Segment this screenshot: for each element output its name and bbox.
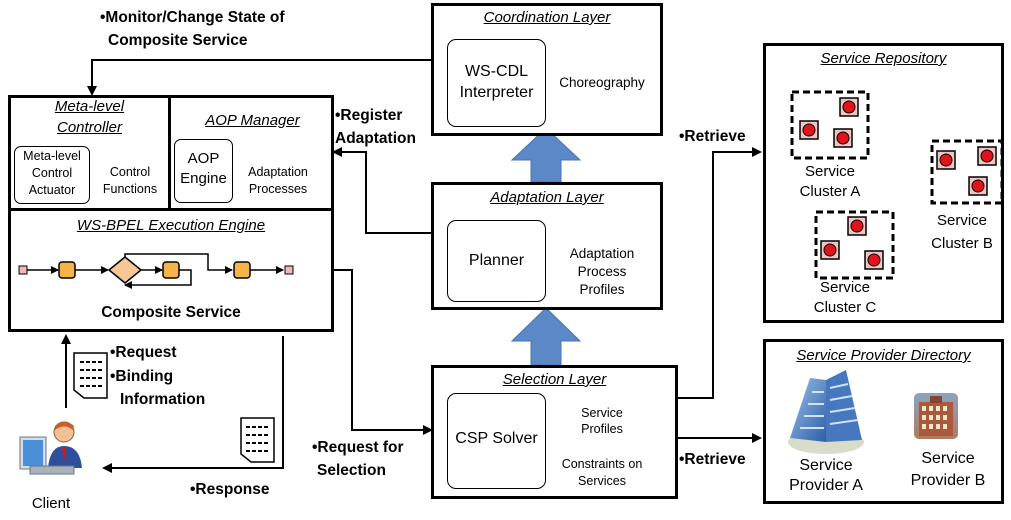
monitor-label-line2: Composite Service bbox=[108, 32, 248, 49]
adaptation-layer-title: Adaptation Layer bbox=[490, 189, 604, 206]
client-icon bbox=[19, 421, 82, 475]
service-node-dot bbox=[836, 131, 850, 145]
provider-b-building-icon bbox=[914, 393, 958, 439]
control-functions-line2: Functions bbox=[102, 182, 158, 196]
bpel-execution-engine bbox=[8, 208, 334, 332]
selection-layer-title: Selection Layer bbox=[502, 371, 607, 388]
service-node-dot bbox=[802, 123, 816, 137]
service-profiles-line2: Profiles bbox=[581, 422, 623, 436]
response-label: •Response bbox=[190, 481, 270, 498]
binding-label-line2: Information bbox=[120, 391, 206, 408]
adaptation-profiles-line2: Process bbox=[577, 264, 627, 279]
request-label: •Request bbox=[110, 344, 177, 361]
up-arrow-adaptation-to-coordination bbox=[510, 127, 582, 183]
retrieve-repository-arrow bbox=[678, 147, 762, 399]
constraints-line1: Constraints on bbox=[561, 457, 643, 471]
binding-label-line1: •Binding bbox=[110, 368, 174, 385]
adaptation-processes-line1: Adaptation bbox=[248, 165, 308, 179]
constraints-line2: Services bbox=[578, 474, 626, 488]
service-node-dot bbox=[867, 253, 881, 267]
retrieve-bottom-label: •Retrieve bbox=[679, 451, 746, 468]
provider-b-line1: Service bbox=[921, 450, 975, 467]
csp-solver-label: CSP Solver bbox=[455, 430, 538, 447]
ws-cdl-interpreter bbox=[447, 39, 546, 127]
planner-label: Planner bbox=[468, 252, 525, 269]
actuator-line3: Actuator bbox=[28, 183, 76, 197]
cluster-c-line1: Service bbox=[819, 279, 871, 296]
interpreter-label-line1: WS-CDL bbox=[464, 63, 529, 80]
request-selection-line1: •Request for bbox=[312, 439, 404, 456]
provider-b-line2: Provider B bbox=[910, 472, 986, 489]
actuator-line2: Control bbox=[31, 166, 73, 180]
register-label-line1: •Register bbox=[335, 107, 403, 124]
coordination-layer-title: Coordination Layer bbox=[483, 9, 611, 26]
cluster-c-line2: Cluster C bbox=[813, 299, 877, 316]
provider-a-building-icon bbox=[788, 370, 864, 454]
aop-manager-title: AOP Manager bbox=[205, 112, 300, 129]
request-selection-line2: Selection bbox=[317, 462, 386, 479]
service-node-dot bbox=[980, 149, 994, 163]
service-node-dot bbox=[842, 100, 856, 114]
adaptation-profiles-line1: Adaptation bbox=[569, 246, 635, 261]
adaptation-processes-line2: Processes bbox=[248, 182, 308, 196]
service-profiles-line1: Service bbox=[581, 406, 623, 420]
service-provider-directory bbox=[763, 339, 1004, 504]
choreography-label: Choreography bbox=[559, 75, 645, 90]
cluster-b-line2: Cluster B bbox=[931, 235, 993, 252]
actuator-line1: Meta-level bbox=[23, 149, 81, 163]
aop-engine-line1: AOP bbox=[187, 150, 220, 167]
csp-solver bbox=[447, 393, 546, 489]
end-event bbox=[284, 265, 294, 275]
composite-service-label: Composite Service bbox=[101, 304, 241, 321]
adaptation-profiles-line3: Profiles bbox=[579, 282, 625, 297]
service-node-dot bbox=[850, 219, 864, 233]
up-arrow-selection-to-adaptation bbox=[510, 307, 582, 366]
service-node-dot bbox=[971, 179, 985, 193]
service-node-dot bbox=[939, 153, 953, 167]
retrieve-top-label: •Retrieve bbox=[679, 128, 746, 145]
service-repository-title: Service Repository bbox=[820, 50, 947, 67]
aop-manager bbox=[168, 95, 334, 211]
cluster-a-line1: Service bbox=[804, 163, 856, 180]
meta-level-control-actuator bbox=[14, 146, 90, 204]
provider-directory-title: Service Provider Directory bbox=[796, 347, 971, 364]
meta-controller-title-line2: Controller bbox=[56, 119, 123, 136]
bpel-process-flow bbox=[18, 253, 294, 289]
provider-a-line2: Provider A bbox=[789, 477, 863, 494]
control-functions-line1: Control bbox=[109, 165, 151, 179]
planner bbox=[447, 220, 546, 302]
client-label: Client bbox=[31, 495, 71, 512]
binding-document-icon bbox=[73, 352, 108, 399]
register-adaptation-arrow bbox=[332, 147, 431, 234]
monitor-arrow bbox=[87, 59, 431, 96]
aop-engine bbox=[174, 139, 233, 203]
request-selection-arrow bbox=[333, 269, 433, 435]
service-nodes bbox=[799, 97, 997, 270]
bpel-engine-title: WS-BPEL Execution Engine bbox=[76, 217, 266, 234]
cluster-b-line1: Service bbox=[936, 212, 988, 229]
service-node-dot bbox=[823, 243, 837, 257]
meta-controller-title-line1: Meta-level bbox=[54, 98, 125, 115]
response-document-icon bbox=[240, 417, 275, 463]
cluster-a-line2: Cluster A bbox=[799, 183, 861, 200]
provider-a-line1: Service bbox=[799, 457, 853, 474]
cluster-c-boundary bbox=[814, 210, 895, 280]
register-label-line2: Adaptation bbox=[335, 130, 416, 147]
interpreter-label-line2: Interpreter bbox=[459, 84, 534, 101]
monitor-label-line1: •Monitor/Change State of bbox=[100, 9, 285, 26]
response-arrow bbox=[102, 336, 284, 473]
cluster-a-boundary bbox=[790, 90, 870, 160]
service-repository bbox=[763, 43, 1004, 323]
aop-engine-line2: Engine bbox=[180, 170, 227, 187]
